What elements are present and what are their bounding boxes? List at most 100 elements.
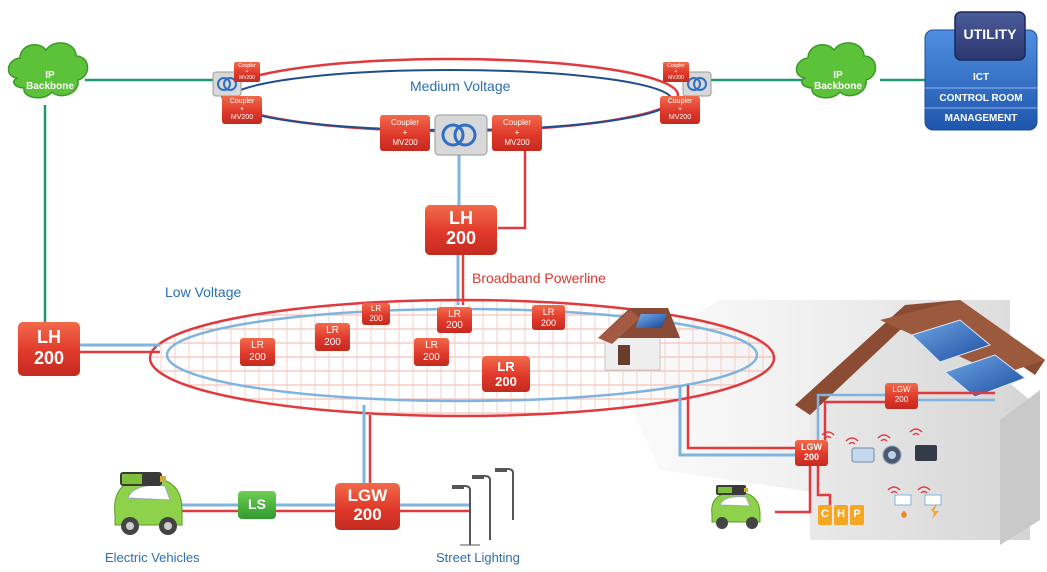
lgw-bottom-l2: 200	[353, 505, 382, 524]
lr-box-4	[437, 307, 472, 333]
lh-center-l1: LH	[449, 208, 473, 228]
chp-block-c	[818, 505, 832, 525]
cloud-right	[795, 42, 877, 99]
cloud-left-text: IP Backbone	[14, 70, 86, 92]
coupler-tr-l3: MV200	[668, 75, 684, 81]
coupler-cl-l2: +	[402, 128, 408, 137]
coupler-cr-l1: Coupler	[502, 118, 531, 127]
lh-left-l2: 200	[33, 348, 65, 368]
electric-vehicles-label: Electric Vehicles	[105, 550, 200, 565]
coupler-top-left-text: Coupler+MV200	[234, 63, 260, 81]
chp-block-h	[834, 505, 848, 525]
chp-letter-c: C	[821, 508, 829, 520]
cloud-left	[7, 42, 89, 99]
lh-left-l1: LH	[37, 327, 61, 347]
chp-block-p	[850, 505, 864, 525]
lr-5-l2: 200	[423, 352, 440, 363]
lh-center-box	[425, 205, 497, 255]
wifi-arcs	[821, 428, 931, 494]
cloud-right-text: IP Backbone	[802, 70, 874, 92]
small-house	[598, 308, 680, 371]
low-voltage-label: Low Voltage	[165, 284, 242, 300]
lr-box-2	[315, 323, 350, 351]
lgw-house-top-box	[885, 383, 918, 409]
coupler-left-text: Coupler+MV200	[222, 98, 262, 122]
coupler-cl-l1: Coupler	[390, 118, 419, 127]
big-house	[775, 300, 1045, 545]
utility-panel	[924, 11, 1038, 131]
lr-7-l2: 200	[495, 374, 517, 389]
street-lights	[452, 468, 514, 546]
coupler-l-l1: Coupler	[229, 98, 255, 105]
coupler-tl-l1: Coupler	[238, 63, 256, 69]
lgw-ht-l2: 200	[894, 395, 909, 404]
coupler-r-l2: +	[677, 106, 683, 113]
lr-1-l2: 200	[249, 352, 266, 363]
coupler-right-text: Coupler+MV200	[660, 98, 700, 122]
lgw-ht-l1: LGW	[892, 385, 911, 394]
coupler-cr-l3: MV200	[504, 138, 530, 147]
medium-voltage-label: Medium Voltage	[410, 78, 511, 94]
coupler-r-l3: MV200	[668, 114, 692, 121]
coupler-center-left-text: Coupler+MV200	[380, 118, 430, 148]
lgw-bottom-l1: LGW	[347, 486, 388, 505]
coupler-top-left	[234, 62, 260, 82]
coupler-center-left	[380, 115, 430, 151]
coupler-cr-l2: +	[514, 128, 520, 137]
lr-box-3	[362, 303, 390, 325]
ls-box	[238, 491, 276, 519]
lh-left-box	[18, 322, 80, 376]
lr-4-l2: 200	[446, 320, 463, 331]
lr-box-6	[532, 305, 565, 330]
lr-box-1	[240, 338, 275, 366]
coupler-l-l3: MV200	[230, 114, 254, 121]
coupler-left	[222, 96, 262, 124]
utility-title: UTILITY	[963, 26, 1017, 42]
broadband-powerline-label: Broadband Powerline	[472, 270, 606, 286]
lgw-hm-l1: LGW	[801, 442, 822, 452]
coupler-l-l2: +	[239, 106, 245, 113]
lr-2-l2: 200	[324, 337, 341, 348]
lv-to-house-red	[686, 385, 795, 450]
lr-6-l2: 200	[540, 318, 557, 328]
coupler-center-right-text: Coupler+MV200	[492, 118, 542, 148]
ls-text: LS	[248, 496, 266, 512]
mv-repeater-center	[434, 114, 488, 156]
coupler-r-l1: Coupler	[667, 98, 693, 105]
cloud-left-line2: Backbone	[26, 81, 74, 92]
lh-center-l2: 200	[445, 228, 477, 248]
utility-row-management: MANAGEMENT	[944, 113, 1018, 124]
lr-3-l1: LR	[370, 304, 382, 313]
coupler-tl-l3: MV200	[239, 75, 255, 81]
mv-to-lh-red	[498, 150, 527, 230]
electric-vehicle-house	[711, 485, 761, 529]
coupler-cl-l3: MV200	[392, 138, 418, 147]
cloud-left-line1: IP	[45, 70, 55, 81]
lr-box-5	[414, 338, 449, 366]
coupler-center-right	[492, 115, 542, 151]
lr-1-l1: LR	[251, 340, 264, 351]
chp-letter-h: H	[837, 508, 845, 520]
lr-box-7	[482, 356, 530, 392]
electric-vehicle-left	[114, 472, 183, 535]
lgw-bottom-box	[335, 483, 400, 530]
lgw-house-main-box	[795, 440, 828, 466]
lr-3-l2: 200	[369, 314, 383, 323]
coupler-right	[660, 96, 700, 124]
lr-6-l1: LR	[542, 307, 555, 317]
coupler-top-right-text: Coupler+MV200	[663, 63, 689, 81]
lr-4-l1: LR	[448, 309, 461, 320]
lgw-hm-l2: 200	[803, 452, 820, 462]
lv-to-house-blue	[678, 385, 795, 457]
cloud-right-line2: Backbone	[814, 81, 862, 92]
